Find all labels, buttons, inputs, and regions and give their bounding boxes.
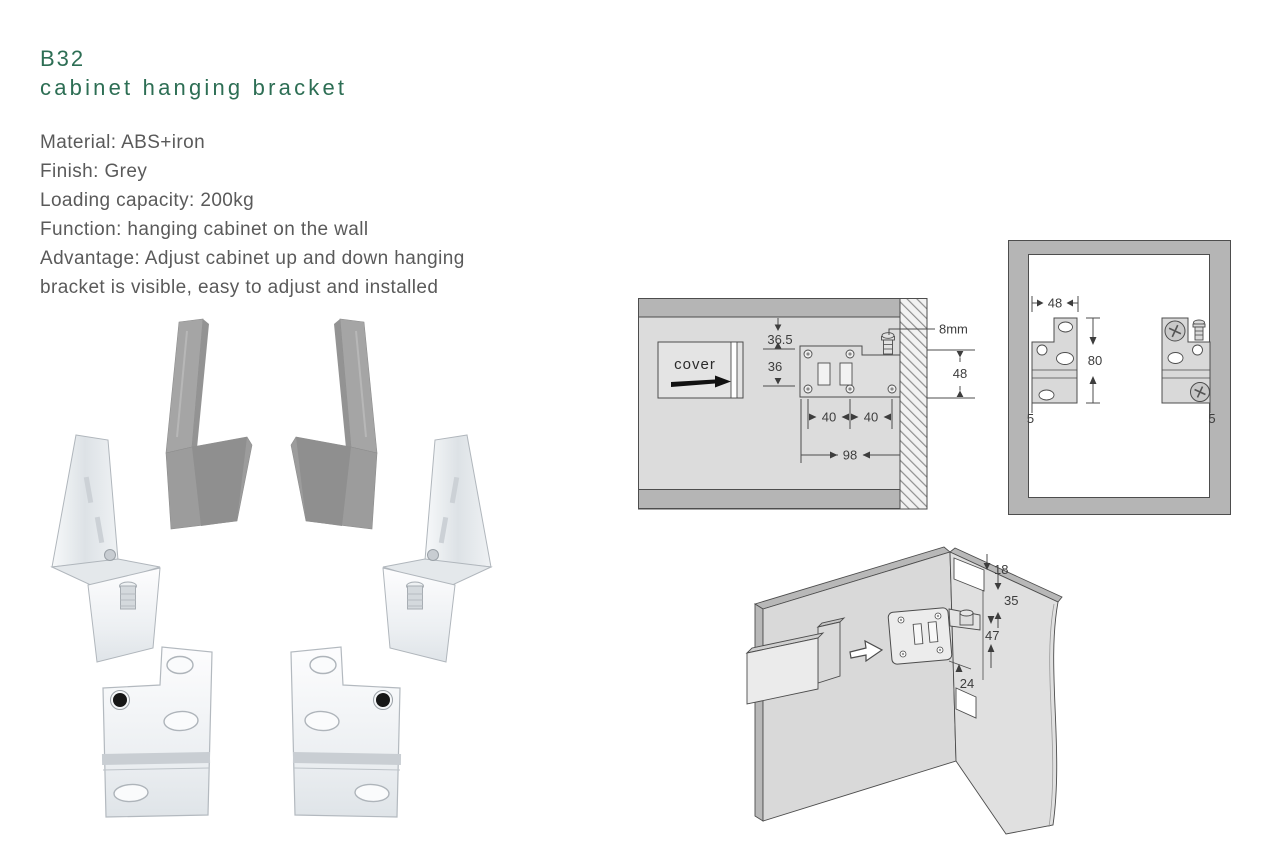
plastic-cover-right	[290, 318, 378, 530]
plate-slot	[817, 362, 831, 386]
dim-48-drop: 48	[953, 366, 967, 381]
plate-slot	[839, 362, 853, 386]
product-header: B32 cabinet hanging bracket	[40, 44, 347, 102]
panel-bottom-edge	[638, 489, 901, 509]
diagram-installation-perspective: 18 35 47 24	[745, 546, 1063, 835]
cover-label: cover	[674, 356, 716, 373]
cover-piece-3d	[745, 617, 846, 705]
dim-36-5-group: 36.5	[763, 318, 795, 350]
product-specs: Material: ABS+iron Finish: Grey Loading …	[40, 128, 465, 302]
plate-screw-holes	[897, 612, 944, 658]
product-title: cabinet hanging bracket	[40, 75, 348, 100]
spec-advantage-line2: bracket is visible, easy to adjust and i…	[40, 277, 439, 298]
phillips-screw-icon	[1164, 320, 1186, 342]
dim-8mm-group: 8mm	[888, 322, 968, 337]
adjustment-bolt	[881, 332, 895, 355]
dim-8mm: 8mm	[939, 322, 968, 337]
wall-hatch	[899, 298, 928, 510]
dim-80: 80	[1088, 353, 1102, 368]
dim-18: 18	[994, 562, 1008, 577]
dim-48-width: 48	[1048, 296, 1062, 311]
diagram-cabinet-front-view: 48 80 5 5	[1008, 240, 1231, 515]
product-photo	[50, 318, 493, 818]
dim-35: 35	[1004, 593, 1018, 608]
cabinet-side-panel	[949, 547, 1063, 835]
dim-5-left: 5	[1027, 411, 1034, 426]
spec-loading: Loading capacity: 200kg	[40, 190, 255, 211]
dim-40-right: 40	[864, 410, 878, 425]
dim-80-group: 80	[1086, 317, 1102, 404]
diagram-wall-section: cover 36.5 36	[638, 298, 975, 510]
dim-40-left: 40	[822, 410, 836, 425]
product-code: B32	[40, 46, 86, 71]
dim-40-group: 40 40	[807, 399, 893, 429]
dim-48-group: 48	[927, 349, 975, 399]
spec-material: Material: ABS+iron	[40, 132, 206, 153]
mounting-plate-right	[290, 646, 402, 818]
spec-finish: Finish: Grey	[40, 161, 148, 182]
spec-advantage-line1: Advantage: Adjust cabinet up and down ha…	[40, 248, 465, 269]
dim-98: 98	[843, 448, 857, 463]
dim-47-group: 47	[982, 590, 999, 680]
dim-36-5: 36.5	[767, 332, 792, 347]
dim-36: 36	[768, 359, 782, 374]
front-bolt	[1192, 319, 1206, 341]
mounting-plate-left	[101, 646, 213, 818]
front-bracket-left	[1031, 317, 1078, 404]
dim-36-group: 36	[763, 359, 795, 387]
panel-cutout-upper	[953, 557, 985, 592]
metal-bracket-left	[50, 434, 161, 663]
plate-holes	[803, 349, 897, 394]
cover-arrow-icon	[671, 375, 731, 388]
phillips-screw-icon	[1190, 382, 1210, 402]
dim-35-group: 35	[994, 572, 1018, 628]
cover-box: cover	[657, 341, 744, 399]
dim-24-group: 24	[948, 660, 974, 691]
spec-function: Function: hanging cabinet on the wall	[40, 219, 369, 240]
perspective-bracket-plate	[887, 607, 981, 665]
plastic-cover-left	[165, 318, 253, 530]
front-bracket-right	[1161, 317, 1211, 404]
dim-5-left-group: 5	[1027, 403, 1034, 426]
metal-bracket-right	[382, 434, 493, 663]
bracket-plate	[799, 332, 901, 398]
panel-cutout-lower	[955, 687, 977, 719]
dim-5-right: 5	[1208, 411, 1215, 426]
direction-arrow-icon	[849, 639, 884, 663]
dim-5-right-group: 5	[1208, 403, 1216, 426]
dim-48-width-group: 48	[1031, 296, 1079, 312]
dim-98-group: 98	[800, 399, 900, 463]
dim-24: 24	[960, 676, 974, 691]
dim-47: 47	[985, 628, 999, 643]
panel-top-edge	[638, 298, 901, 318]
